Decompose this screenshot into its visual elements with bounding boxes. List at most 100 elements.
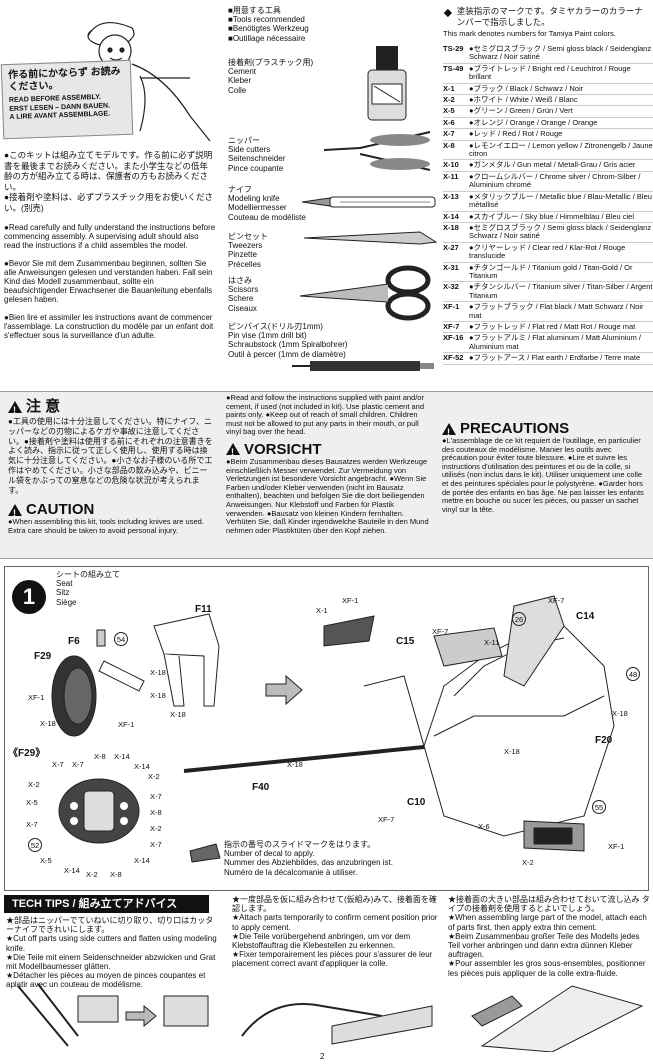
warning-icon	[442, 422, 456, 441]
paint-code: X-2	[443, 95, 455, 105]
paint-name: ●セミグロスブラック / Semi gloss black / Seidengl…	[469, 222, 652, 241]
paint-tag: X-18	[150, 691, 166, 700]
tech-tips-header: TECH TIPS / 組み立てアドバイス	[4, 895, 209, 913]
caution-jp-text: ●工具の使用には十分注意してください。特にナイフ、ニッパーなどの刃物によるケガや…	[8, 417, 213, 495]
tech-tip-tweezers-illustration	[241, 1003, 433, 1045]
tool-scissors: はさみ Scissors Schere Ciseaux	[228, 276, 338, 313]
paint-name: ●ブライトレッド / Bright red / Leuchtrot / Roug…	[469, 63, 631, 82]
intro-en: ●Read carefully and fully understand the…	[4, 223, 216, 251]
paint-row: TS-29●セミグロスブラック / Semi gloss black / Sei…	[443, 44, 653, 64]
paint-name: ●ホワイト / White / Weiß / Blanc	[469, 95, 578, 105]
tools-header-en: ■Tools recommended	[228, 15, 305, 25]
part-f40: F40	[252, 782, 270, 793]
paint-table: TS-29●セミグロスブラック / Semi gloss black / Sei…	[443, 44, 653, 365]
paint-header-jp: 塗装指示のマークです。タミヤカラーのカラーナンバーで指示しました。	[456, 6, 643, 27]
paint-code: XF-16	[443, 333, 464, 343]
paint-code: X-27	[443, 242, 459, 252]
tool-label: Tweezers	[228, 241, 263, 251]
step-number: 1	[12, 580, 46, 614]
tool-cement: 接着剤(プラスチック用) Cement Kleber Colle	[228, 58, 338, 95]
step-title-de: Sitz	[56, 588, 70, 598]
paint-tag: X-18	[287, 760, 303, 769]
paint-row: X-2 ●ホワイト / White / Weiß / Blanc	[443, 95, 653, 107]
tool-label-jp: ニッパー	[228, 136, 260, 145]
tool-label: Modelliermesser	[228, 203, 287, 213]
warning-icon	[8, 503, 22, 522]
decal-number: 48	[626, 667, 640, 681]
paint-row: X-27●クリヤーレッド / Clear red / Klar-Rot / Ro…	[443, 243, 653, 263]
tool-label: Pince coupante	[228, 163, 284, 173]
caution-en-title-text: CAUTION	[26, 501, 95, 519]
decal-note-line: Nummer des Abziehbildes, das anzubringen…	[224, 858, 393, 868]
paint-row: X-10●ガンメタル / Gun metal / Metall-Grau / G…	[443, 160, 653, 172]
paint-tag: XF-1	[28, 693, 45, 702]
tech-tip-line: ★Fixer temporairement les pièces pour s'…	[232, 950, 433, 969]
caution-en-title: CAUTION	[8, 501, 213, 522]
paint-code: X-18	[443, 222, 459, 232]
paint-row: X-11●クロームシルバー / Chrome silver / Chrom-Si…	[443, 172, 653, 192]
decal-number: 55	[592, 800, 606, 814]
paint-name: ●スカイブルー / Sky blue / Himmelblau / Bleu c…	[469, 211, 634, 221]
paint-name: ●オレンジ / Orange / Orange / Orange	[469, 117, 598, 127]
pin-vise-icon	[292, 361, 434, 371]
dial-tag: X-7	[52, 760, 64, 769]
tech-tip-cutting-illustration	[17, 983, 209, 1047]
tool-label: Scissors	[228, 285, 259, 295]
cement-bottle-icon	[367, 46, 407, 121]
caution-de-text: ●Beim Zusammenbau dieses Bausatzes werde…	[226, 456, 429, 535]
dial-tag: X-7	[150, 840, 162, 849]
caution-de-title: VORSICHT	[226, 440, 432, 461]
paint-code: X-14	[443, 211, 459, 221]
caution-band: 注 意 ●工具の使用には十分注意してください。特にナイフ、ニッパーなどの刃物によ…	[0, 391, 653, 559]
dial-tag: X-14	[64, 866, 80, 875]
paint-code: X-8	[443, 140, 455, 150]
paint-row: X-6 ●オレンジ / Orange / Orange / Orange	[443, 117, 653, 130]
tools-header-de: ■Benötigtes Werkzeug	[228, 24, 309, 34]
paint-code: TS-49	[443, 63, 464, 73]
side-cutters-icon	[323, 131, 431, 171]
decal-number: 54	[114, 632, 128, 646]
dial-tag: X-7	[150, 792, 162, 801]
paint-code: X-7	[443, 129, 455, 139]
tool-label-jp: はさみ	[228, 276, 252, 285]
decal-number: 26	[512, 612, 526, 626]
decal-note-line: Numéro de la décalcomanie à utiliser.	[224, 867, 358, 877]
tech-tip-line: ★接着面の大きい部品は組み合わせておいて流し込み タイプの接着剤を使用するとよい…	[448, 895, 650, 914]
modeling-knife-icon	[301, 196, 436, 208]
dial-tag: X-14	[114, 752, 130, 761]
paint-header: 塗装指示のマークです。タミヤカラーのカラーナンバーで指示しました。 This m…	[443, 6, 651, 38]
paint-code: XF-52	[443, 353, 464, 363]
paint-name: ●フラットレッド / Flat red / Matt Rot / Rouge m…	[469, 321, 636, 331]
paint-tag: XF-1	[608, 842, 625, 851]
caution-de-title-text: VORSICHT	[244, 440, 322, 458]
caution-jp-column: 注 意 ●工具の使用には十分注意してください。特にナイフ、ニッパーなどの刃物によ…	[8, 398, 213, 536]
tool-pin-vise: ピンバイス(ドリル刃1mm) Pin vise (1mm drill bit) …	[228, 322, 378, 359]
paint-name: ●フラットアース / Flat earth / Erdfarbe / Terre…	[469, 353, 641, 363]
paint-row: X-18 ●セミグロスブラック / Semi gloss black / Seid…	[443, 223, 653, 243]
tools-header-jp: ■用意する工具	[228, 6, 281, 15]
paint-code: X-32	[443, 282, 459, 292]
tech-tip-line: ★Détacher les pièces au moyen de pinces …	[6, 971, 206, 990]
paint-name: ●メタリックブルー / Metallic blue / Blau-Metalli…	[469, 191, 652, 210]
part-f6: F6	[68, 636, 80, 647]
step-1-panel	[4, 566, 649, 891]
intro-jp-1: ●このキットは組み立てモデルです。作る前に必ず説明書を最後までお読みください。ま…	[4, 150, 213, 192]
sign-en: READ BEFORE ASSEMBLY. ERST LESEN – DANN …	[9, 93, 126, 123]
paint-tag: X-18	[170, 710, 186, 719]
paint-name: ●フラットブラック / Flat black / Matt Schwarz / …	[469, 302, 644, 320]
tech-tip-line: ★When assembling large part of the model…	[448, 913, 647, 932]
tool-label: Colle	[228, 85, 247, 95]
paint-header-en: This mark denotes numbers for Tamiya Pai…	[443, 29, 616, 38]
paint-name: ●チタンシルバー / Titanium silver / Titan-Silbe…	[469, 282, 653, 300]
paint-name: ●ガンメタル / Gun metal / Metall-Grau / Gris …	[469, 160, 636, 170]
paint-code: X-6	[443, 117, 455, 127]
tweezers-icon	[303, 231, 438, 245]
tool-label: Schraubstock (1mm Spiralbohrer)	[228, 340, 348, 350]
tool-label: Modeling knife	[228, 194, 280, 204]
intro-fr: ●Bien lire et assimiler les instructions…	[4, 312, 214, 341]
paint-code: X-13	[443, 191, 459, 201]
paint-row: X-8●レモンイエロー / Lemon yellow / Zitronengel…	[443, 141, 653, 161]
paint-row: X-13 ●メタリックブルー / Metallic blue / Blau-Met…	[443, 192, 653, 212]
sign-jp: 作る前にかならず お読みください。	[7, 66, 121, 94]
paint-row: XF-7●フラットレッド / Flat red / Matt Rot / Rou…	[443, 321, 653, 334]
